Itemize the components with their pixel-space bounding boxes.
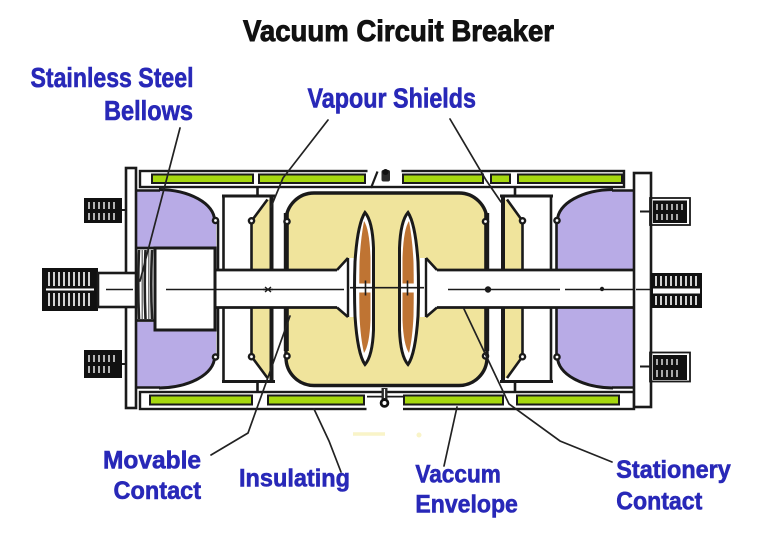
svg-text:Bellows: Bellows [104, 95, 193, 126]
svg-text:Stainless Steel: Stainless Steel [31, 62, 194, 93]
svg-text:Vacuum Circuit Breaker: Vacuum Circuit Breaker [243, 15, 554, 48]
svg-text:Vapour Shields: Vapour Shields [308, 83, 477, 114]
svg-text:Movable: Movable [103, 447, 201, 475]
svg-text:Contact: Contact [114, 477, 202, 505]
svg-text:Vaccum: Vaccum [415, 461, 501, 489]
svg-text:Contact: Contact [616, 487, 703, 515]
svg-text:Stationery: Stationery [616, 456, 731, 484]
svg-text:Insulating: Insulating [239, 465, 350, 493]
svg-text:Envelope: Envelope [415, 491, 518, 519]
